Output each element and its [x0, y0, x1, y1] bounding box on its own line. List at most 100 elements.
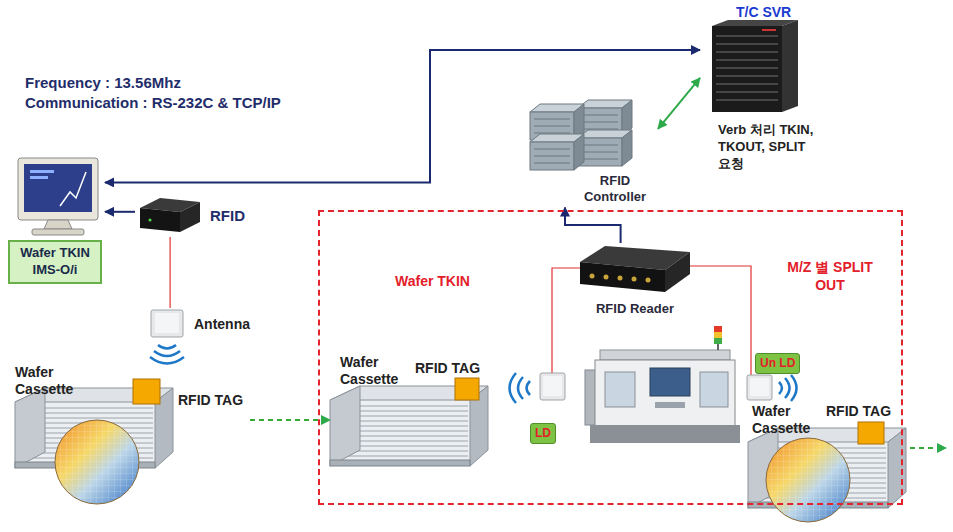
wafer-cassette: [766, 438, 850, 522]
computer-monitor: [30, 170, 54, 173]
rfid-reader: [604, 275, 609, 280]
rfid-reader: [580, 262, 665, 292]
region-label: M/Z 별 SPLIT OUT: [787, 258, 873, 294]
process-region: Wafer TKIN M/Z 별 SPLIT OUT RFID ReaderWafe…: [318, 210, 903, 505]
controller-rack: [534, 119, 570, 133]
cassette-node: Wafer CassetteRFID TAG: [330, 354, 495, 472]
text-slot: Antenna: [194, 316, 250, 333]
cassette-label: Wafer Cassette: [15, 364, 93, 398]
text-slot: Frequency : 13.56Mhz: [25, 74, 181, 92]
equipment: [714, 338, 722, 344]
antenna-panel: [747, 375, 772, 400]
text-slot: Wafer TKIN: [395, 272, 470, 290]
equipment: [650, 368, 690, 396]
cassette-label: Wafer Cassette: [752, 403, 830, 437]
controller-label: RFID Controller: [575, 173, 655, 206]
wafer-cassette: [55, 420, 139, 504]
terminal-node: Wafer TKIN IMS-O/i: [8, 152, 105, 290]
antenna-panel: [150, 310, 184, 364]
rfid-unit: [140, 198, 200, 232]
text-slot: Wafer Cassette: [15, 364, 93, 398]
controller-rack: [530, 100, 632, 170]
port-box: Un LD: [755, 353, 800, 374]
computer-monitor: [44, 220, 72, 229]
port-label: LD: [535, 426, 551, 441]
text-slot: RFID TAG: [415, 360, 480, 377]
antenna-panel: [510, 373, 566, 403]
antenna-panel: [155, 313, 179, 333]
rfid-reader: [632, 277, 637, 282]
text-slot: RFID: [210, 207, 245, 225]
rfid-reader: [618, 276, 623, 281]
rfid-reader: [580, 246, 690, 292]
rfid-reader: [590, 274, 595, 279]
text-slot: Wafer Cassette: [340, 354, 416, 388]
equipment: [590, 425, 740, 443]
controller-rack: [578, 130, 632, 166]
antenna-wire: [552, 268, 580, 373]
server-tower: [762, 29, 776, 31]
controller-rack: [622, 130, 632, 166]
connector-arrow: [105, 50, 700, 182]
controller-rack: [530, 134, 584, 170]
equipment: [605, 372, 635, 407]
radio-waves: [150, 345, 184, 364]
computer-monitor: [32, 229, 84, 235]
spec-label: Frequency : 13.56Mhz: [25, 74, 181, 92]
cassette-label: Wafer Cassette: [340, 354, 416, 388]
wafer-cassette: [858, 422, 884, 444]
computer-monitor: [24, 164, 92, 212]
text-slot: M/Z 별 SPLIT OUT: [787, 258, 873, 294]
antenna-panel: [151, 310, 183, 337]
antenna-label: Antenna: [194, 316, 250, 333]
rfid-unit: [180, 202, 200, 232]
rfid-label: RFID: [210, 207, 245, 225]
cassette-node: Wafer CassetteRFID TAG: [748, 403, 900, 500]
tag-label: RFID TAG: [826, 403, 891, 420]
radio-waves: [510, 373, 531, 403]
radio-waves: [779, 375, 797, 401]
rfid-unit: [148, 218, 151, 221]
tag-label: RFID TAG: [178, 392, 243, 409]
controller-rack: [574, 134, 584, 170]
computer-monitor: [18, 158, 98, 220]
controller-rack: [582, 145, 618, 159]
rfid-unit: [140, 208, 180, 232]
controller-node: RFID Controller: [525, 95, 658, 208]
text-slot: Communication : RS-232C & TCP/IP: [25, 94, 281, 112]
connector-arrow: [105, 211, 135, 213]
wafer-cassette: [748, 422, 906, 522]
antenna-panel: [543, 376, 562, 396]
controller-rack: [578, 138, 622, 166]
equipment: [714, 326, 722, 332]
controller-rack: [534, 149, 570, 163]
tag-label: RFID TAG: [415, 360, 480, 377]
wafer-cassette: [133, 379, 160, 404]
rfid-node: RFID: [135, 195, 252, 237]
region-label: Wafer TKIN: [395, 272, 470, 290]
computer-monitor: [30, 176, 48, 179]
computer-monitor: [60, 172, 86, 206]
antenna-panel: [747, 375, 797, 401]
antenna-panel: [750, 378, 769, 396]
server-tower: [782, 20, 798, 112]
controller-rack: [530, 142, 574, 170]
server-note: Verb 처리 TKIN, TKOUT, SPLIT 요청: [718, 122, 814, 173]
text-slot: Wafer TKIN IMS-O/i: [8, 240, 102, 284]
server-title: T/C SVR: [736, 4, 791, 21]
computer-monitor: [18, 158, 98, 235]
text-slot: Verb 처리 TKIN, TKOUT, SPLIT 요청: [718, 122, 814, 173]
reader-label: RFID Reader: [583, 301, 687, 317]
server-node: T/C SVR Verb 처리 TKIN, TKOUT, SPLIT 요청: [700, 4, 817, 180]
spec-label: Communication : RS-232C & TCP/IP: [25, 94, 281, 112]
text-slot: RFID TAG: [826, 403, 891, 420]
server-tower: [716, 36, 778, 100]
equipment: [655, 402, 685, 408]
rfid-reader: [665, 252, 690, 292]
text-slot: RFID Reader: [583, 301, 687, 317]
text-slot: RFID TAG: [178, 392, 243, 409]
server-tower: [712, 20, 798, 112]
wafer-cassette: [455, 378, 479, 400]
text-slot: Wafer Cassette: [752, 403, 830, 437]
